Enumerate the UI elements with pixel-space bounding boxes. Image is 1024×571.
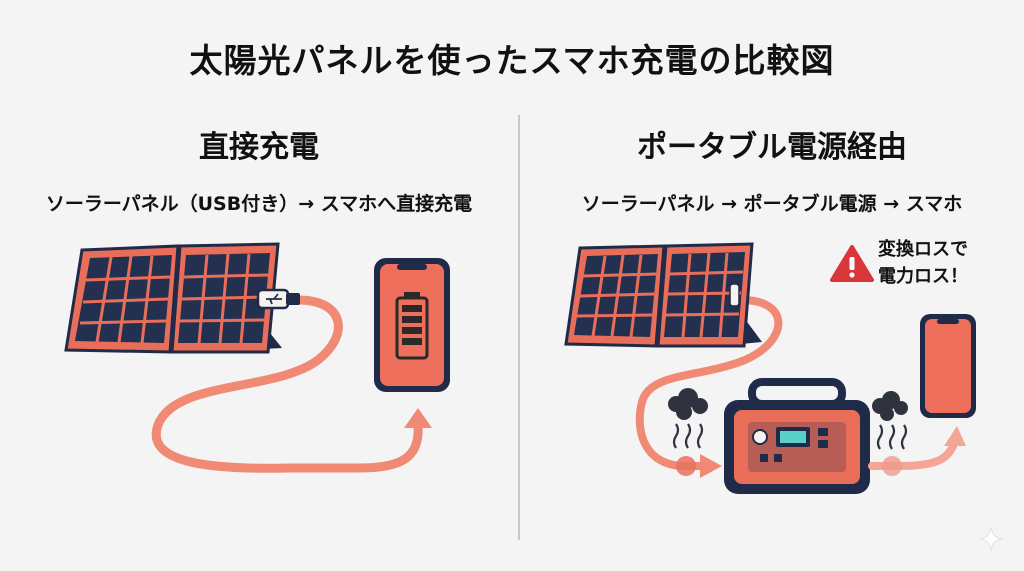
- warning-icon: [830, 245, 874, 282]
- left-smartphone: [374, 258, 450, 392]
- usb-plug-icon: [256, 288, 300, 310]
- center-divider: [518, 115, 520, 540]
- right-smartphone: [920, 314, 976, 418]
- smoke-icon: [872, 391, 908, 421]
- right-heading: ポータブル電源経由: [637, 130, 907, 165]
- left-heading: 直接充電: [199, 130, 319, 165]
- heat-wave-icon: [876, 424, 908, 450]
- portable-power-station: [724, 378, 870, 494]
- battery-icon: [395, 292, 429, 360]
- left-caption: ソーラーパネル（USB付き）→ スマホへ直接充電: [45, 193, 473, 215]
- right-cable-out-arrowhead: [944, 426, 966, 446]
- right-solar-panel: [564, 242, 754, 348]
- right-caption: ソーラーパネル → ポータブル電源 → スマホ: [581, 193, 963, 215]
- left-solar-panel: [64, 242, 280, 354]
- sparkle-icon: [978, 526, 1004, 552]
- smoke-icon: [668, 388, 708, 420]
- left-cable: [151, 295, 423, 473]
- page-title: 太陽光パネルを使ったスマホ充電の比較図: [189, 41, 835, 80]
- warning-text: 変換ロスで 電力ロス！: [878, 236, 968, 290]
- heat-wave-icon: [672, 423, 704, 449]
- right-cable-in: [635, 296, 783, 470]
- loss-point-out: [882, 456, 902, 476]
- warning-line-1: 変換ロスで: [878, 239, 968, 260]
- loss-point-in: [676, 456, 696, 476]
- right-cable-in-arrowhead: [700, 454, 722, 478]
- warning-line-2: 電力ロス！: [878, 266, 968, 287]
- left-cable-arrowhead: [404, 408, 432, 428]
